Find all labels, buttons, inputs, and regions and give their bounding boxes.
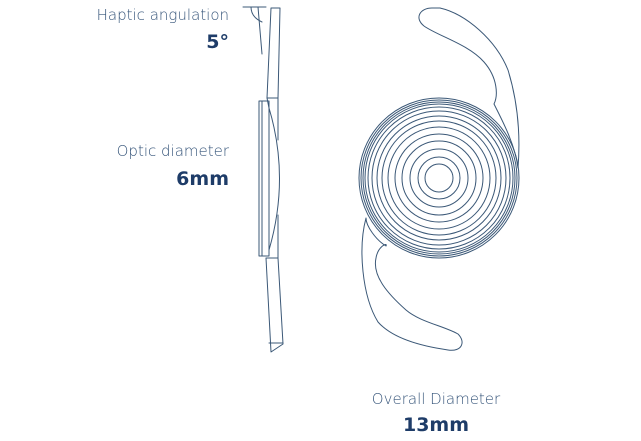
haptic-optic-joint-upper bbox=[266, 97, 270, 109]
optic-convex-surface bbox=[268, 107, 280, 251]
upper-haptic-profile bbox=[266, 7, 281, 99]
lower-haptic-front bbox=[361, 217, 463, 351]
haptic-angulation-value: 5° bbox=[206, 31, 229, 53]
lower-haptic-profile bbox=[265, 257, 284, 353]
angle-arc bbox=[250, 6, 263, 23]
lens-side-profile bbox=[242, 6, 284, 353]
optic-diameter-label: Optic diameter bbox=[116, 142, 229, 160]
optic-rings bbox=[358, 97, 520, 259]
lens-front-view bbox=[358, 7, 520, 351]
overall-diameter-value: 13mm bbox=[402, 414, 470, 436]
overall-diameter-label: Overall Diameter bbox=[371, 390, 501, 408]
optic-body-profile bbox=[258, 100, 270, 257]
angle-reference-vertical bbox=[257, 6, 263, 55]
upper-haptic-front bbox=[418, 7, 520, 169]
optic-diameter-value: 6mm bbox=[176, 168, 229, 190]
haptic-angulation-label: Haptic angulation bbox=[96, 6, 229, 24]
